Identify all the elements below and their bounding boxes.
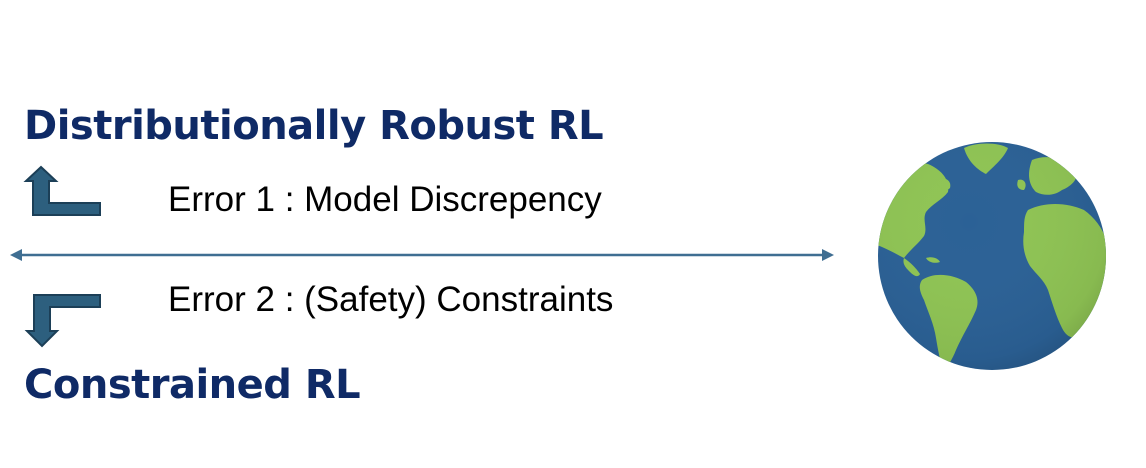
globe-shading <box>878 142 1106 370</box>
constrained-rl-heading: Constrained RL <box>24 362 361 408</box>
bent-arrow-down-icon <box>24 294 101 348</box>
bent-arrow-up-icon <box>23 165 101 216</box>
distributionally-robust-rl-heading: Distributionally Robust RL <box>24 103 604 149</box>
error-2-label: Error 2 : (Safety) Constraints <box>168 280 614 319</box>
error-1-label: Error 1 : Model Discrepency <box>168 180 602 219</box>
double-headed-arrow <box>10 249 834 261</box>
earth-globe-icon <box>876 140 1108 372</box>
